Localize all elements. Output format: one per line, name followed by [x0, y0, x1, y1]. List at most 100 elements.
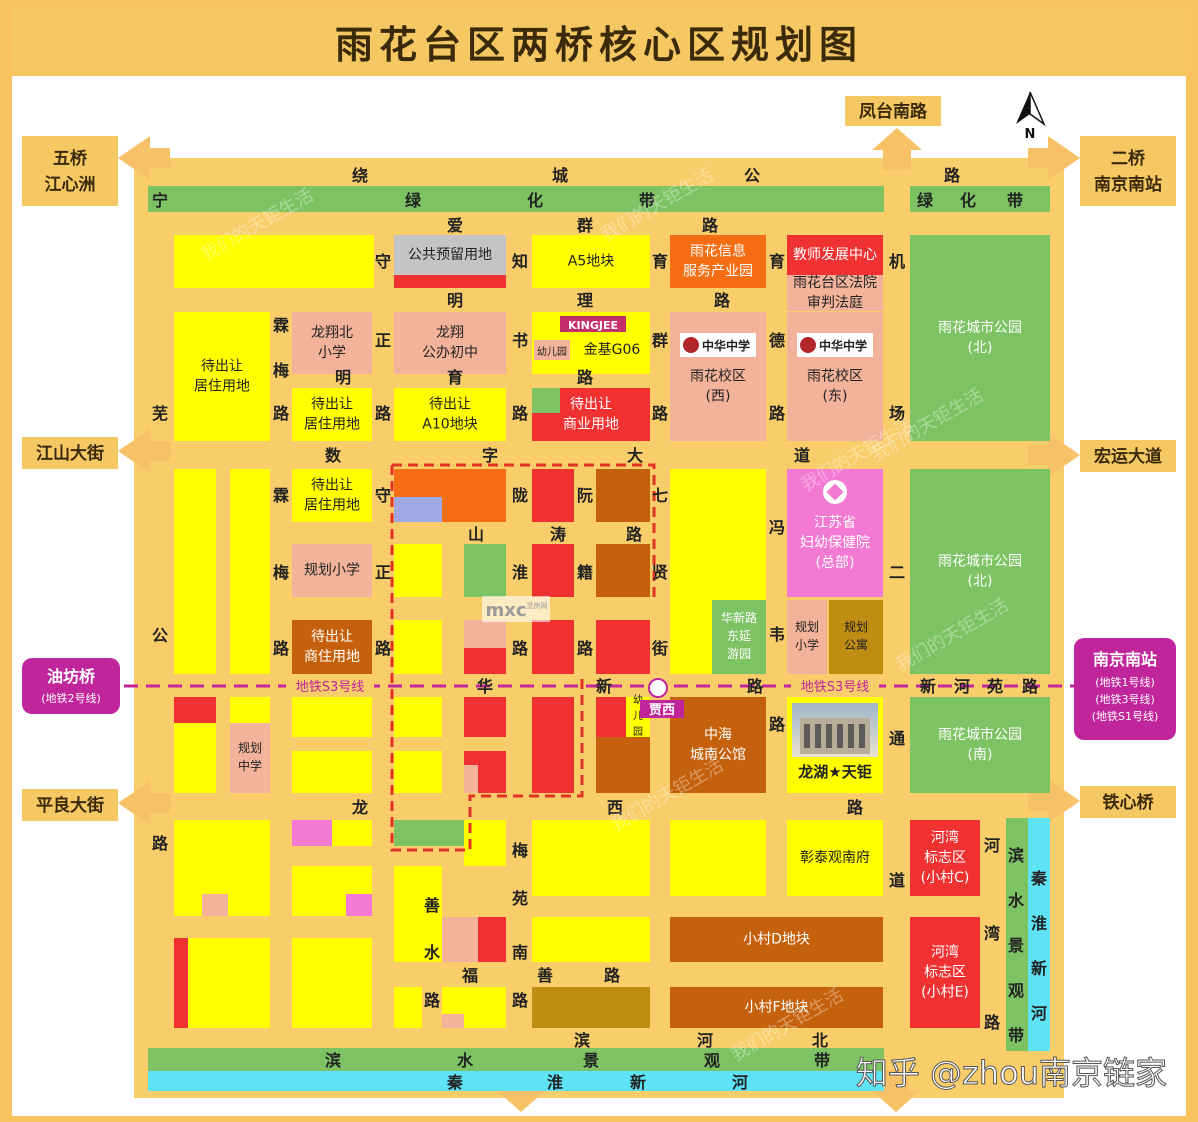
road-char: 冯	[769, 518, 785, 537]
road-char: 路	[747, 677, 764, 696]
road-char: 华	[477, 677, 493, 696]
road-char: 河	[732, 1073, 748, 1092]
metro-line-label: 地铁S3号线	[296, 680, 365, 695]
land-parcel	[346, 894, 372, 916]
parcel-fill	[910, 917, 980, 1028]
parcel-fill	[532, 469, 574, 522]
parcel-label: 妇幼保健院	[800, 534, 870, 551]
parcel-label: 中学	[238, 758, 262, 773]
land-parcel	[394, 987, 422, 1028]
road-char: 道	[889, 871, 905, 890]
road-char: 滨	[1008, 846, 1024, 865]
parcel-label: 幼	[633, 693, 643, 706]
parcel-fill	[670, 235, 766, 288]
metro-left-title: 油坊桥	[47, 667, 96, 686]
parcel-fill	[174, 697, 216, 723]
arrow-top	[872, 128, 922, 170]
land-parcel	[1028, 818, 1050, 1051]
road-char: 路	[375, 404, 392, 423]
road-char: 路	[604, 966, 621, 985]
school-emblem-icon	[683, 337, 699, 353]
school-logo-text: 中华中学	[702, 338, 750, 353]
parcel-label: 待出让	[311, 397, 353, 413]
longhu-label: 龙湖★天钜	[797, 763, 871, 781]
land-parcel	[292, 820, 332, 846]
parcel-label: 待出让	[201, 359, 243, 375]
land-parcel	[292, 938, 372, 1028]
direction-label-text: 平良大街	[36, 795, 104, 816]
road-char: 福	[461, 966, 478, 985]
road-char: 霖	[273, 486, 289, 505]
land-parcel: 雨花城市公园(北)	[910, 235, 1050, 441]
road-char: 路	[984, 1013, 1001, 1032]
parcel-fill	[464, 620, 506, 648]
parcel-label: 龙翔北	[311, 325, 353, 341]
parcel-fill	[532, 235, 650, 288]
school-logo-text: 中华中学	[819, 338, 867, 353]
parcel-fill	[174, 469, 216, 674]
land-parcel	[596, 737, 650, 793]
label-top-center: 凤台南路	[845, 96, 941, 126]
parcel-fill	[202, 894, 228, 916]
road-char: 北	[812, 1031, 828, 1050]
land-parcel	[596, 544, 650, 597]
arrow-right-mid	[1028, 433, 1080, 477]
parcel-label: (北)	[968, 340, 993, 356]
road-char: 七	[652, 486, 668, 505]
arrow-right-low	[1028, 779, 1080, 823]
road-char: 绿	[917, 191, 934, 210]
road-labels: 绕城公路宁芜公路爱群路守知育育机场明理路霖梅路正路书路群路德路明育路数字大道霖梅…	[152, 166, 1048, 1092]
direction-label-text: 铁心桥	[1103, 792, 1155, 813]
road-char: 贤	[652, 563, 668, 582]
photo-window	[837, 724, 843, 748]
road-char: 书	[512, 331, 528, 350]
school-logo-icon: 中华中学	[797, 333, 873, 357]
land-parcel	[464, 765, 478, 793]
land-parcel	[532, 820, 650, 896]
road-char: 绿	[405, 191, 422, 210]
parcel-fill	[394, 820, 466, 846]
kindergarten-tag	[534, 340, 570, 360]
parcel-fill	[464, 697, 506, 737]
road-char: 爱	[447, 216, 463, 235]
direction-label-bg	[845, 96, 941, 126]
road-char: 路	[769, 404, 786, 423]
land-parcel	[394, 620, 442, 674]
parcel-fill	[596, 737, 650, 793]
school-emblem-icon	[800, 337, 816, 353]
direction-label-text: 江心洲	[45, 175, 96, 195]
parcel-fill	[910, 697, 1050, 793]
land-parcel	[532, 987, 650, 1028]
parcel-label: 雨花城市公园	[938, 726, 1022, 743]
parcel-fill	[1006, 818, 1028, 1051]
road-char: 路	[577, 639, 594, 658]
road-char: 南	[512, 943, 528, 962]
parcel-fill	[910, 235, 1050, 441]
road-char: 宁	[152, 191, 168, 210]
land-parcel: 规划小学	[787, 600, 827, 674]
parcel-label: 公寓	[844, 637, 868, 652]
land-parcel	[910, 186, 1050, 212]
school-logo-icon: 中华中学	[680, 333, 756, 357]
station-tag	[640, 700, 684, 718]
land-parcel	[532, 620, 574, 674]
compass-letter: N	[1025, 127, 1036, 142]
label-left-mid: 江山大街	[22, 437, 118, 469]
parcel-label: (南)	[968, 747, 993, 763]
direction-label-bg	[22, 437, 118, 469]
parcel-fill	[394, 388, 506, 441]
kindergarten-label: 幼儿园	[537, 345, 567, 358]
land-parcel	[532, 544, 574, 597]
road-char: 新	[630, 1073, 646, 1092]
parcel-fill	[148, 1048, 884, 1071]
parcel-fill	[394, 620, 442, 674]
land-parcel	[532, 917, 650, 962]
road-char: 滨	[574, 1031, 590, 1050]
road-char: 二	[889, 563, 905, 582]
road-char: 带	[1008, 1026, 1024, 1045]
parcel-fill	[394, 544, 442, 597]
